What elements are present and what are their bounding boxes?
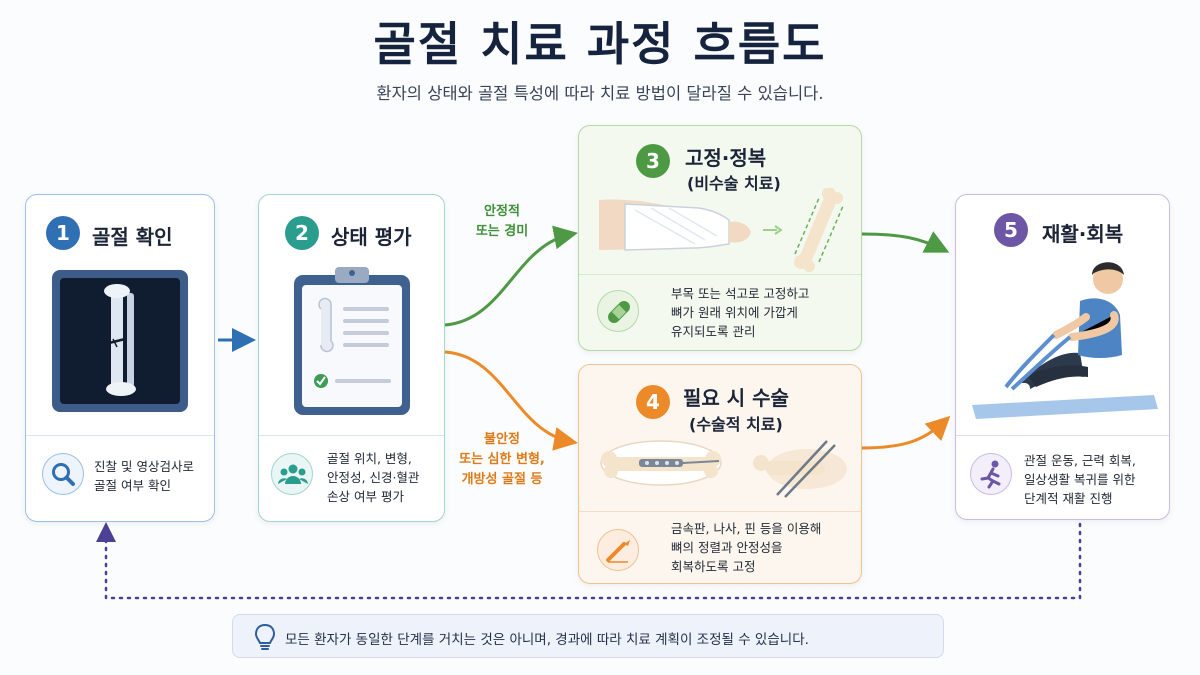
step-description: 골절 위치, 변형, 안정성, 신경·혈관 손상 여부 평가 [327, 451, 420, 504]
people-icon [271, 453, 313, 495]
step-title: 골절 확인 [92, 225, 173, 249]
step-card-4: 4 필요 시 수술 (수술적 치료) 금속판, 나사, 핀 등을 이용해 뼈의 … [578, 364, 862, 584]
step-card-1: 1 골절 확인 진찰 및 영상검사로 골절 여부 확인 [25, 194, 215, 522]
info-note: 모든 환자가 동일한 단계를 거치는 것은 아니며, 경과에 따라 치료 계획이… [232, 614, 944, 658]
step-card-3: 3 고정·정복 (비수술 치료) 부목 또는 석고로 고정하고 뼈가 원래 위치… [578, 125, 862, 351]
step-number-badge: 1 [46, 216, 80, 250]
step-card-2: 2 상태 평가 골절 위치, 변형, 안정성, 신경·혈관 손상 여부 평가 [258, 194, 445, 522]
step-description: 부목 또는 석고로 고정하고 뼈가 원래 위치에 가깝게 유지되도록 관리 [671, 286, 810, 339]
step-subtitle: (비수술 치료) [687, 174, 781, 193]
page-title: 골절 치료 과정 흐름도 [373, 17, 827, 71]
rehab-exercise-illustration [972, 262, 1158, 419]
step-number-badge: 4 [636, 385, 670, 419]
step-description: 관절 운동, 근력 회복, 일상생활 복귀를 위한 단계적 재활 진행 [1024, 453, 1136, 506]
arrow-4-to-5 [861, 415, 951, 450]
page-subtitle: 환자의 상태와 골절 특성에 따라 치료 방법이 달라질 수 있습니다. [376, 84, 824, 103]
step-subtitle: (수술적 치료) [689, 415, 783, 434]
step-number-badge: 3 [636, 144, 670, 178]
step-description: 금속판, 나사, 핀 등을 이용해 뼈의 정렬과 안정성을 회복하도록 고정 [671, 521, 822, 574]
step-number-badge: 5 [994, 213, 1028, 247]
step-title: 재활·회복 [1042, 222, 1124, 246]
clipboard-illustration [294, 267, 410, 415]
xray-illustration [52, 270, 188, 412]
branch-label-unstable: 불안정 또는 심한 변형, 개방성 골절 등 [459, 432, 545, 487]
feedback-dotted-loop [96, 522, 1082, 600]
surgery-illustration [600, 440, 847, 498]
bandage-icon [597, 290, 639, 332]
step-description: 진찰 및 영상검사로 골절 여부 확인 [94, 459, 194, 493]
step-title: 고정·정복 [685, 146, 767, 170]
cast-illustration [599, 188, 844, 272]
running-person-icon [970, 453, 1012, 495]
info-note-text: 모든 환자가 동일한 단계를 거치는 것은 아니며, 경과에 따라 치료 계획이… [285, 632, 809, 648]
scalpel-icon [597, 529, 639, 571]
arrow-2-to-3 [444, 225, 578, 327]
step-title: 필요 시 수술 [683, 386, 789, 410]
step-card-5: 5 재활·회복 관절 운동, 근력 회복, 일상생활 복귀를 위한 단계적 재활… [955, 194, 1170, 520]
arrow-3-to-5 [861, 231, 950, 253]
step-title: 상태 평가 [331, 225, 412, 249]
arrow-2-to-4 [444, 350, 578, 451]
lightbulb-icon [254, 623, 276, 650]
branch-label-stable: 안정적 또는 경미 [475, 204, 529, 239]
step-number-badge: 2 [285, 216, 319, 250]
magnifier-icon [42, 453, 84, 495]
